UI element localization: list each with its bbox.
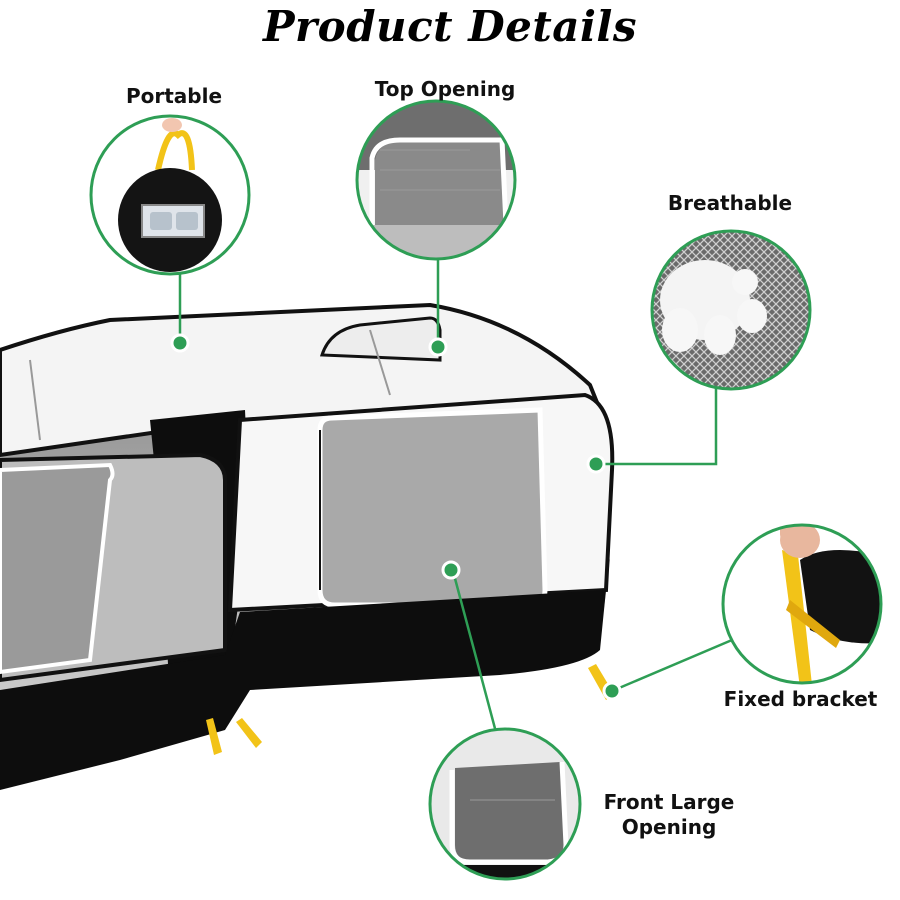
fixed-bracket-leader-line bbox=[611, 638, 733, 693]
breathable-dot bbox=[586, 454, 606, 474]
breathable-detail-image bbox=[650, 229, 812, 391]
page-title: Product Details bbox=[262, 2, 638, 51]
front-opening-detail-image bbox=[428, 727, 582, 881]
portable-detail-image bbox=[89, 114, 251, 276]
top-opening-label: Top Opening bbox=[374, 77, 516, 101]
front-opening-leader-line bbox=[451, 570, 499, 737]
fixed-bracket-dot bbox=[602, 681, 622, 701]
portable-dot bbox=[170, 333, 190, 353]
fixed-bracket-detail-image bbox=[721, 523, 883, 685]
portable-label: Portable bbox=[125, 84, 223, 108]
tent-body bbox=[0, 302, 615, 790]
breathable-label: Breathable bbox=[667, 191, 793, 215]
callout-lines bbox=[178, 259, 733, 737]
top-opening-detail-image bbox=[355, 99, 517, 261]
fixed-bracket-label: Fixed bracket bbox=[723, 687, 878, 711]
front-large-opening-label-line1: Front Large bbox=[603, 790, 735, 814]
callout-dots bbox=[170, 333, 622, 701]
front-large-opening-label: Front Large Opening bbox=[595, 790, 743, 840]
front-opening-dot bbox=[441, 560, 461, 580]
top-opening-dot bbox=[428, 337, 448, 357]
front-large-opening-label-line2: Opening bbox=[621, 815, 717, 839]
breathable-leader-line bbox=[598, 386, 718, 466]
